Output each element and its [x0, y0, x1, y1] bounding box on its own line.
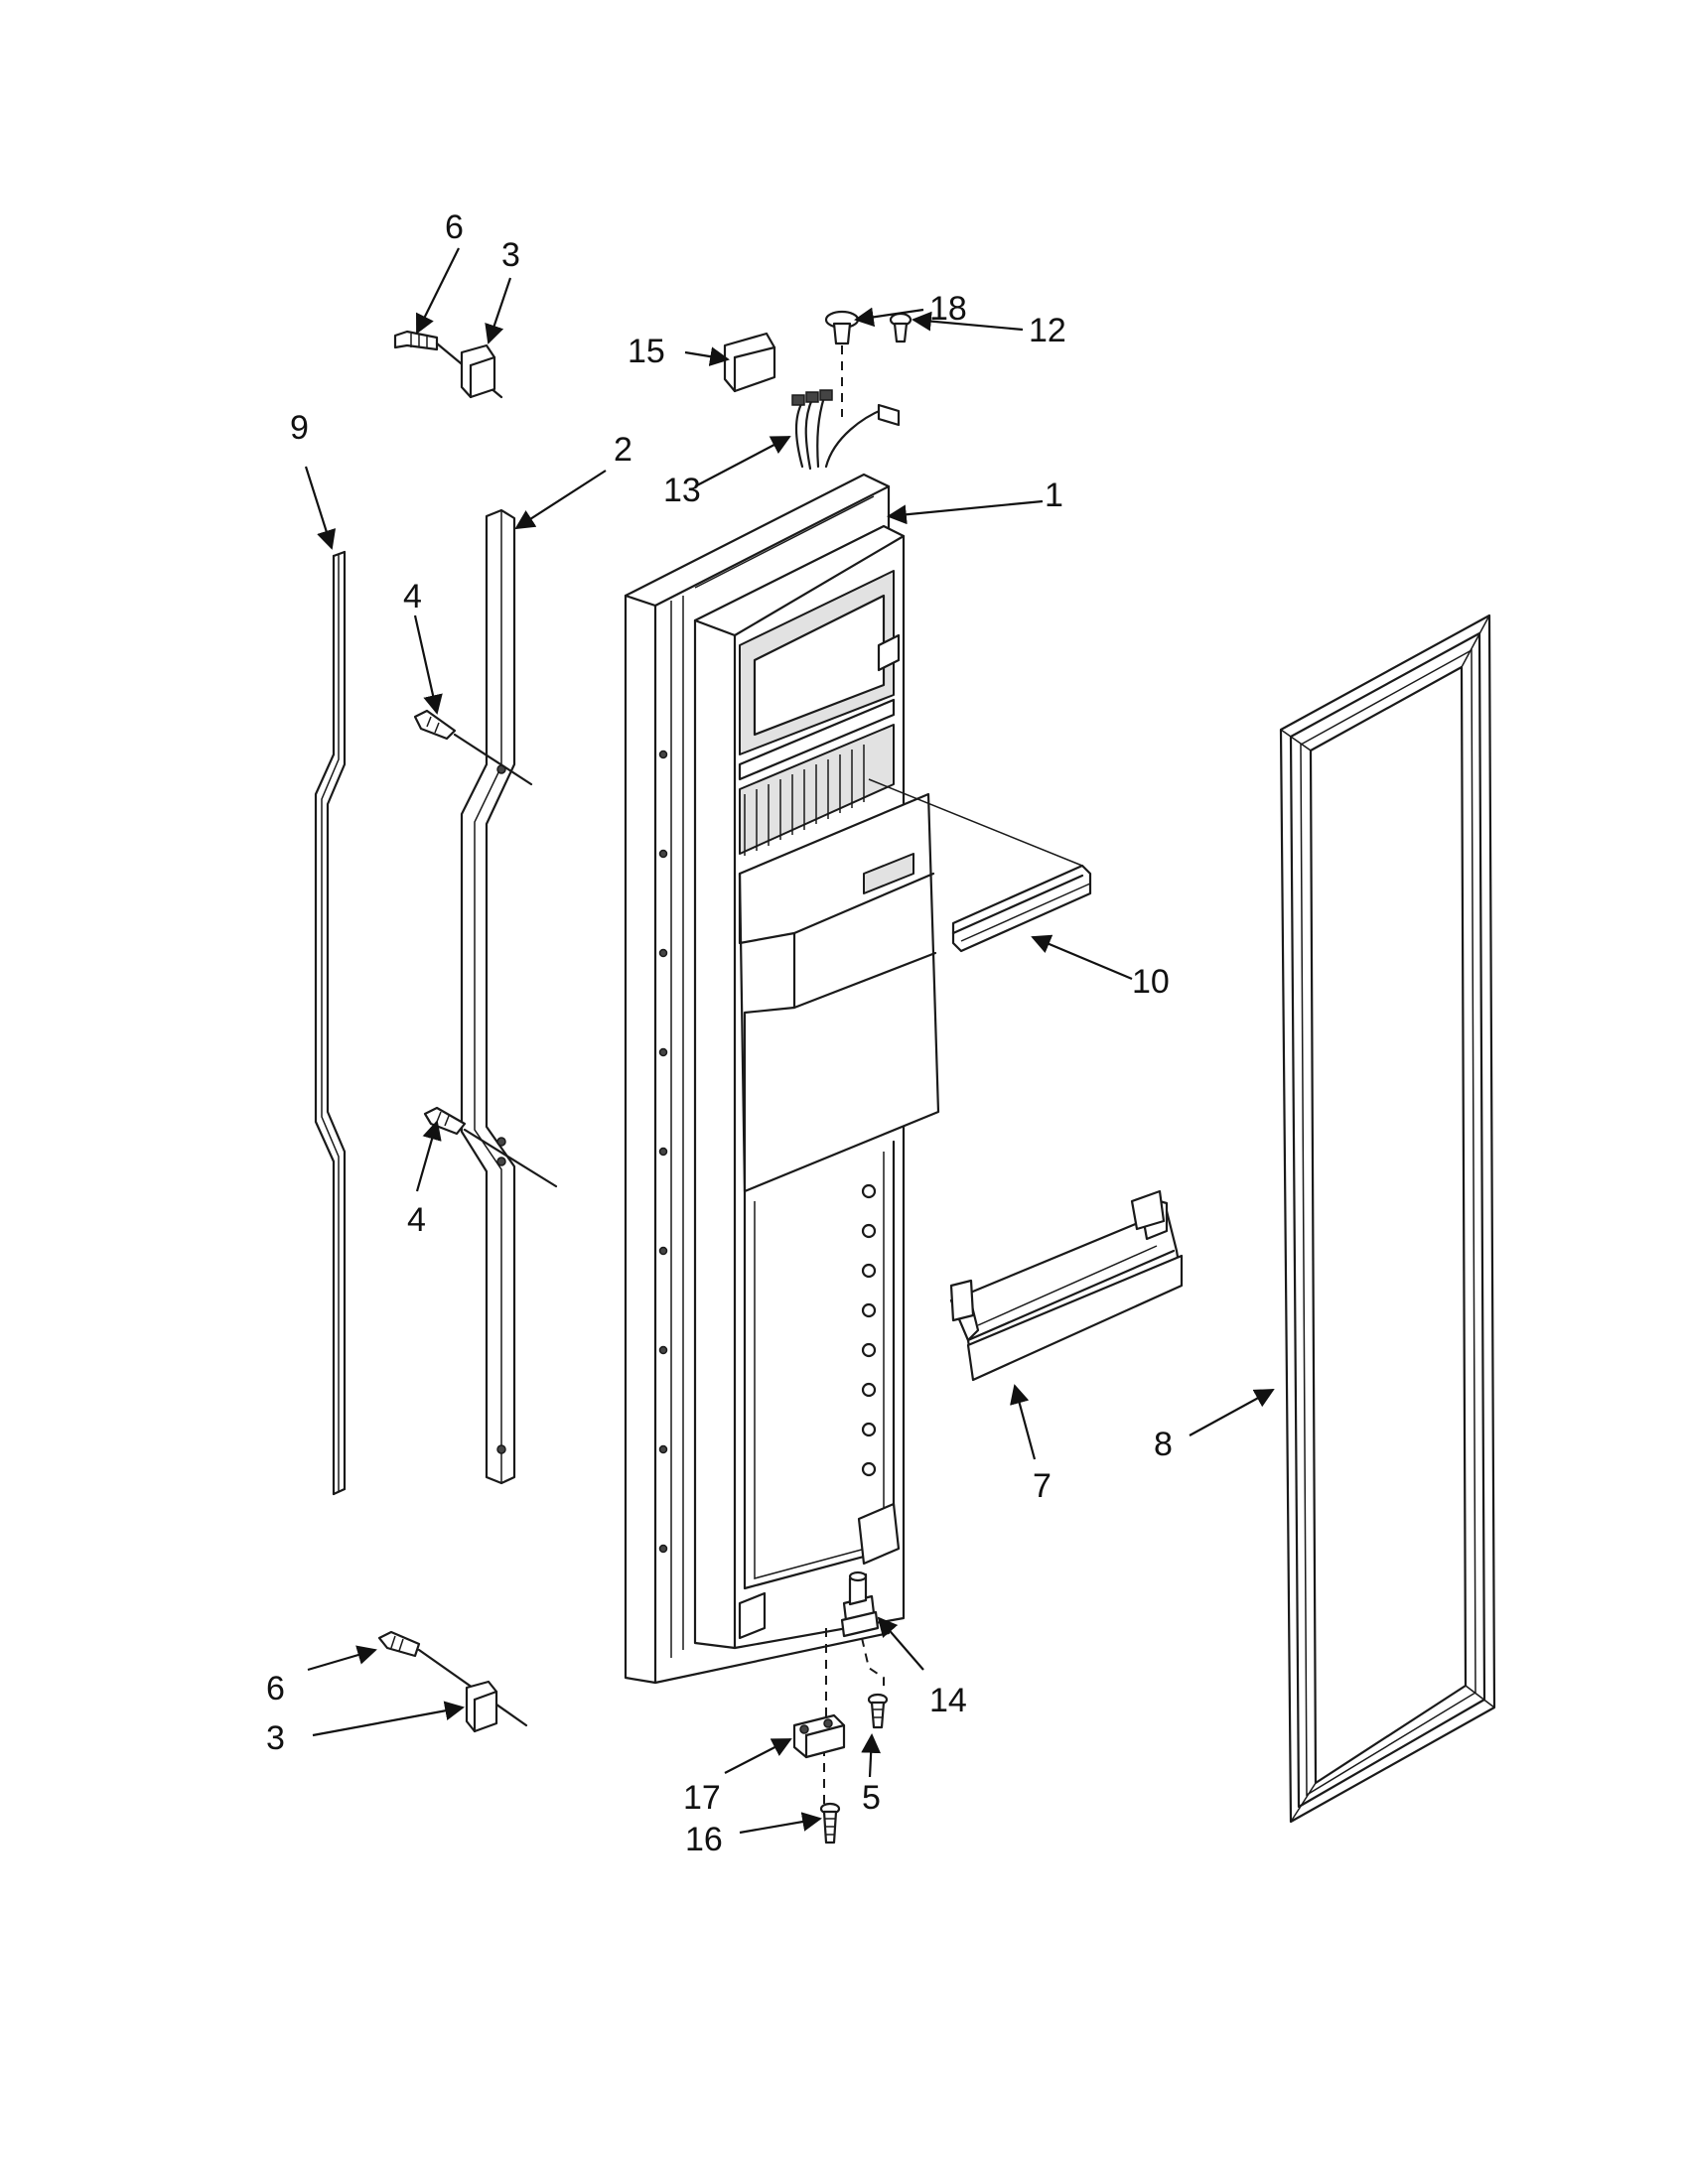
wire-harness-part-13 [791, 389, 901, 471]
hinge-cap-part-3-top [460, 343, 496, 399]
screw-part-16 [819, 1802, 841, 1844]
label-part-13: 13 [663, 472, 701, 509]
label-part-14: 14 [929, 1682, 967, 1719]
label-part-5: 5 [862, 1779, 881, 1817]
hinge-screw-part-6-bottom [377, 1630, 528, 1727]
connector-part-15 [723, 332, 776, 393]
door-gasket-part-8 [1279, 614, 1496, 1824]
chute-ribs [744, 745, 865, 856]
flange-holes [658, 750, 668, 1554]
label-part-1: 1 [1045, 477, 1063, 514]
screw-part-5 [867, 1693, 889, 1729]
label-part-3-bottom: 3 [266, 1719, 285, 1757]
label-part-17: 17 [683, 1779, 721, 1817]
plug-part-18 [824, 310, 860, 417]
support-bar-part-2 [460, 508, 516, 1485]
label-part-3-top: 3 [501, 236, 520, 274]
leader-lines [304, 247, 1275, 1835]
guide-rail-part-10 [868, 778, 1092, 953]
label-part-9: 9 [290, 409, 309, 447]
door-liner-part-1 [624, 473, 940, 1685]
label-part-18: 18 [929, 290, 967, 328]
label-part-8: 8 [1154, 1426, 1173, 1463]
label-part-15: 15 [628, 333, 665, 370]
part-labels: 6 3 15 18 12 9 2 13 1 4 10 4 8 7 6 14 3 … [266, 208, 1173, 1858]
label-part-6-bottom: 6 [266, 1670, 285, 1707]
liner-holes [861, 1183, 877, 1477]
trim-strip-part-9 [314, 550, 347, 1496]
label-part-10: 10 [1132, 963, 1170, 1001]
label-part-16: 16 [685, 1821, 723, 1858]
screw-part-12 [889, 312, 912, 343]
label-part-12: 12 [1029, 312, 1066, 349]
label-part-7: 7 [1033, 1467, 1052, 1505]
assembly-path-right [861, 1637, 885, 1693]
label-part-2: 2 [614, 431, 632, 469]
hinge-cap-part-3-bottom [465, 1680, 498, 1733]
label-part-4-bottom: 4 [407, 1201, 426, 1239]
door-bin-part-7 [949, 1189, 1184, 1382]
hinge-block-part-17 [792, 1713, 846, 1759]
label-part-6-top: 6 [445, 208, 464, 246]
label-part-4-top: 4 [403, 578, 422, 615]
